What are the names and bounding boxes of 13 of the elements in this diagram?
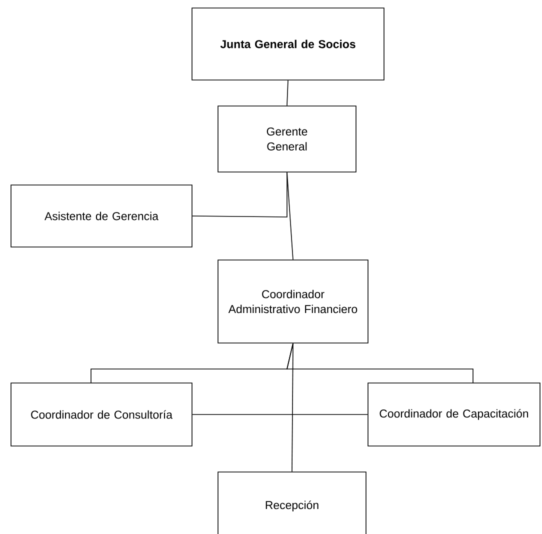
connector-line (286, 343, 474, 384)
connector-line (292, 343, 294, 472)
org-box: Recepción (218, 472, 366, 534)
connector-line (192, 414, 368, 415)
org-box: Junta General de Socios (192, 8, 384, 80)
org-box: Coordinador de Capacitación (368, 382, 540, 446)
connector-line (286, 80, 288, 106)
org-box: Gerente General (218, 106, 356, 172)
connector-line (192, 172, 288, 218)
org-box: Coordinador de Consultoría (10, 382, 192, 446)
connector-line (286, 172, 294, 260)
org-box: Coordinador Administrativo Financiero (218, 260, 368, 344)
org-box: Asistente de Gerencia (10, 184, 192, 248)
